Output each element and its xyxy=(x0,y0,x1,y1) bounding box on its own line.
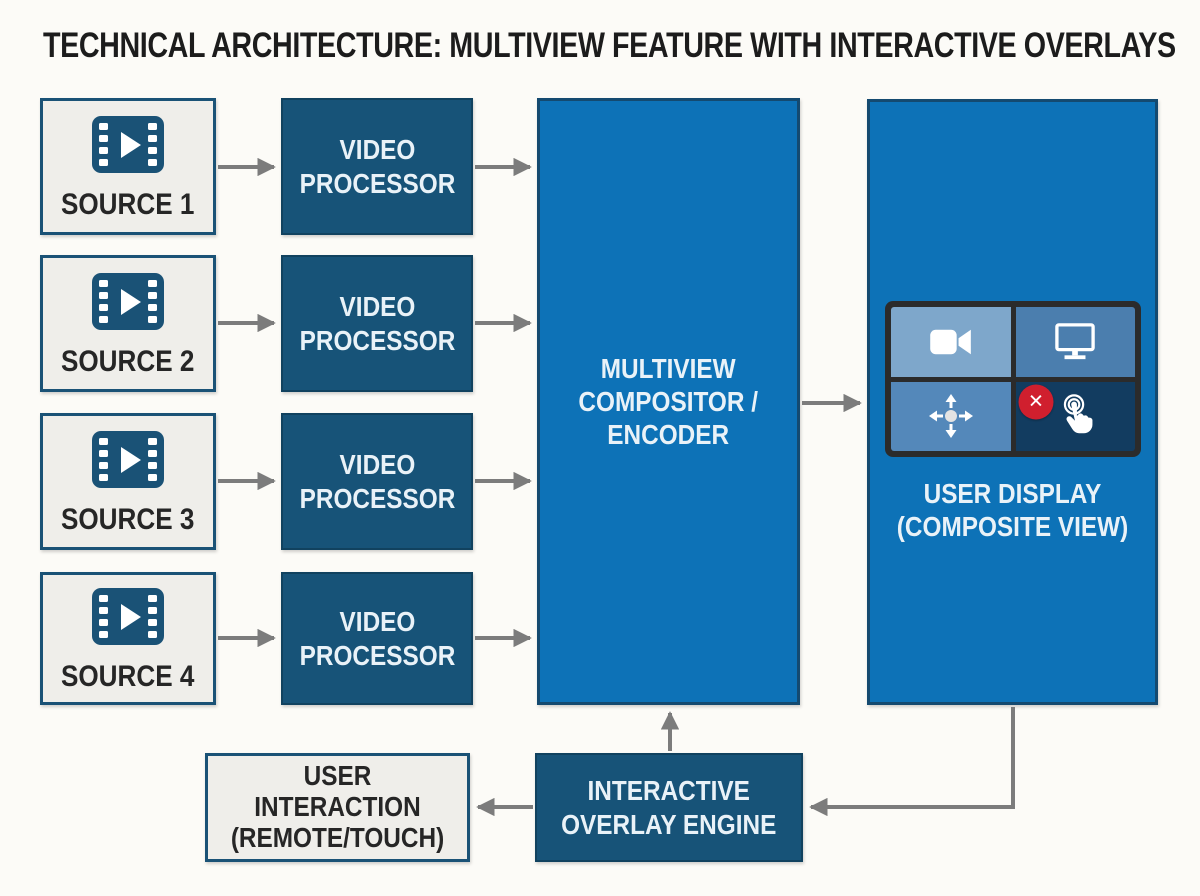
source-2-label: SOURCE 2 xyxy=(61,345,195,378)
grid-cell-bottom-left xyxy=(891,381,1011,451)
engine-label-line1: INTERACTIVE xyxy=(587,775,751,807)
user-display-label-line1: USER DISPLAY xyxy=(923,478,1102,509)
source-3-node: SOURCE 3 xyxy=(40,413,216,550)
video-processor-1-label: VIDEO PROCESSOR xyxy=(299,134,455,199)
video-camera-icon xyxy=(929,329,971,355)
video-processor-3-label: VIDEO PROCESSOR xyxy=(299,449,455,514)
video-processor-2-label: VIDEO PROCESSOR xyxy=(299,291,455,356)
compositor-label-line2: COMPOSITOR / xyxy=(578,385,759,417)
x-badge-icon: ✕ xyxy=(1018,384,1054,420)
source-1-label: SOURCE 1 xyxy=(61,188,195,221)
arrow-display-to-engine xyxy=(809,707,1015,817)
video-processor-4-node: VIDEO PROCESSOR xyxy=(281,572,473,705)
film-play-icon xyxy=(92,431,164,488)
interactive-overlay-engine-node: INTERACTIVE OVERLAY ENGINE xyxy=(535,753,803,862)
compositor-label-line1: MULTIVIEW xyxy=(601,352,736,384)
touch-icon xyxy=(1064,394,1093,434)
film-play-icon xyxy=(92,588,164,645)
page-title: TECHNICAL ARCHITECTURE: MULTIVIEW FEATUR… xyxy=(43,26,1176,65)
film-play-icon xyxy=(92,116,164,173)
source-2-node: SOURCE 2 xyxy=(40,255,216,392)
user-display-label: USER DISPLAY (COMPOSITE VIEW) xyxy=(889,477,1137,543)
compositor-label-line3: ENCODER xyxy=(607,419,730,451)
user-display-label-line2: (COMPOSITE VIEW) xyxy=(896,511,1129,543)
source-3-label: SOURCE 3 xyxy=(61,503,195,536)
video-processor-3-node: VIDEO PROCESSOR xyxy=(281,413,473,550)
monitor-icon xyxy=(1055,322,1096,359)
move-icon xyxy=(928,394,973,439)
film-play-icon xyxy=(92,273,164,330)
interaction-label-line2: (REMOTE/TOUCH) xyxy=(230,821,445,853)
user-interaction-node: USER INTERACTION (REMOTE/TOUCH) xyxy=(205,753,470,862)
multiview-compositor-node: MULTIVIEW COMPOSITOR / ENCODER xyxy=(537,98,800,705)
source-1-node: SOURCE 1 xyxy=(40,98,216,235)
composite-view-grid: ✕ xyxy=(885,301,1141,457)
user-display-node: ✕ USER DISPLAY (COMPOSITE VIEW) xyxy=(867,99,1158,705)
video-processor-2-node: VIDEO PROCESSOR xyxy=(281,255,473,392)
source-4-node: SOURCE 4 xyxy=(40,572,216,705)
video-processor-1-node: VIDEO PROCESSOR xyxy=(281,98,473,235)
video-processor-4-label: VIDEO PROCESSOR xyxy=(299,606,455,671)
grid-cell-top-left xyxy=(891,307,1011,377)
grid-cell-top-right xyxy=(1015,307,1135,377)
source-4-label: SOURCE 4 xyxy=(61,660,195,693)
interaction-label-line1: USER INTERACTION xyxy=(254,760,421,823)
engine-label-line2: OVERLAY ENGINE xyxy=(561,808,777,840)
